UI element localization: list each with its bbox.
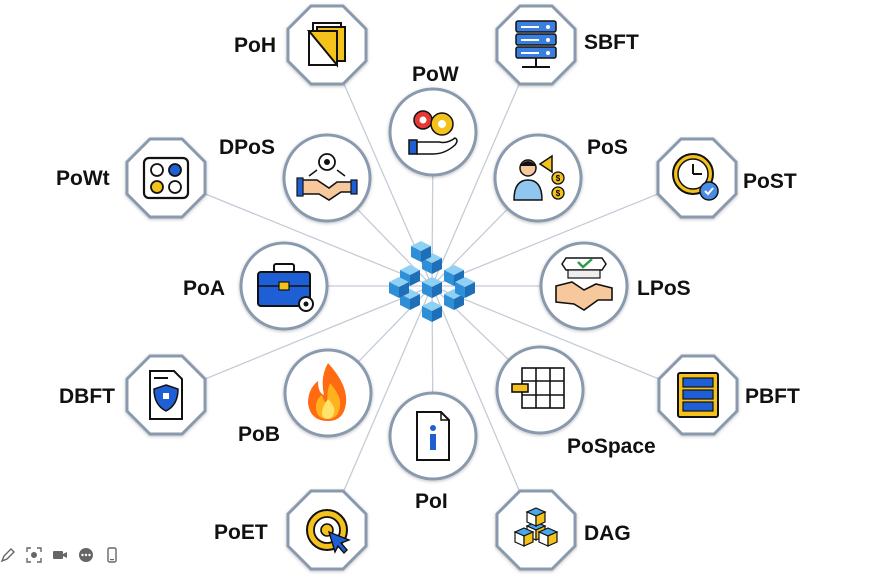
node-post — [656, 137, 738, 219]
stacked-documents-icon — [306, 22, 346, 68]
node-poa — [239, 241, 329, 331]
node-sbft — [495, 4, 577, 86]
clock-check-icon — [672, 153, 719, 201]
label-pow: PoW — [412, 63, 459, 86]
server-cabinet-icon — [677, 372, 719, 418]
node-pbft — [657, 354, 739, 436]
dot-grid-icon — [142, 156, 190, 200]
blockchain-cubes-icon — [389, 241, 475, 322]
label-dpos: DPoS — [219, 136, 276, 159]
gears-hand-icon — [408, 110, 458, 155]
node-pospace — [495, 345, 585, 435]
label-dbft: DBFT — [59, 385, 115, 408]
label-poh: PoH — [234, 34, 276, 57]
presentation-toolbar — [0, 544, 120, 566]
node-pob — [283, 348, 373, 438]
flame-icon — [308, 363, 347, 421]
label-pob: PoB — [238, 423, 280, 446]
label-lpos: LPoS — [637, 277, 691, 300]
node-dbft — [125, 354, 207, 436]
label-poa: PoA — [183, 277, 225, 300]
target-cursor-icon — [306, 509, 351, 555]
node-poet — [286, 489, 368, 571]
label-post: PoST — [743, 170, 797, 193]
label-poet: PoET — [214, 521, 268, 544]
person-megaphone-coins-icon: $ $ — [513, 154, 565, 201]
label-powt: PoWt — [56, 167, 110, 190]
svg-text:$: $ — [556, 189, 561, 198]
handshake-check-icon — [555, 257, 613, 311]
server-rack-icon — [515, 20, 557, 68]
node-poh — [286, 4, 368, 86]
more-icon[interactable] — [78, 547, 94, 563]
node-pow — [388, 87, 478, 177]
node-pos: $ $ — [493, 133, 583, 223]
briefcase-gear-icon — [257, 263, 314, 312]
phone-icon[interactable] — [104, 547, 120, 563]
camera-icon[interactable] — [52, 547, 68, 563]
label-poi: PoI — [415, 490, 448, 513]
node-dag — [495, 489, 577, 571]
storage-grid-icon — [511, 367, 565, 409]
label-pos: PoS — [587, 136, 628, 159]
node-poi — [388, 391, 478, 481]
label-sbft: SBFT — [584, 31, 639, 54]
document-shield-icon — [149, 370, 183, 420]
focus-icon[interactable] — [26, 547, 42, 563]
node-powt — [125, 137, 207, 219]
label-dag: DAG — [584, 522, 631, 545]
pen-icon[interactable] — [0, 547, 16, 563]
cubes-icon — [514, 507, 558, 547]
handshake-gear-icon — [296, 153, 358, 201]
label-pbft: PBFT — [745, 385, 800, 408]
info-document-icon — [416, 411, 450, 461]
node-lpos — [539, 241, 629, 331]
node-dpos — [282, 133, 372, 223]
label-pospace: PoSpace — [567, 435, 656, 458]
svg-text:$: $ — [556, 174, 561, 183]
